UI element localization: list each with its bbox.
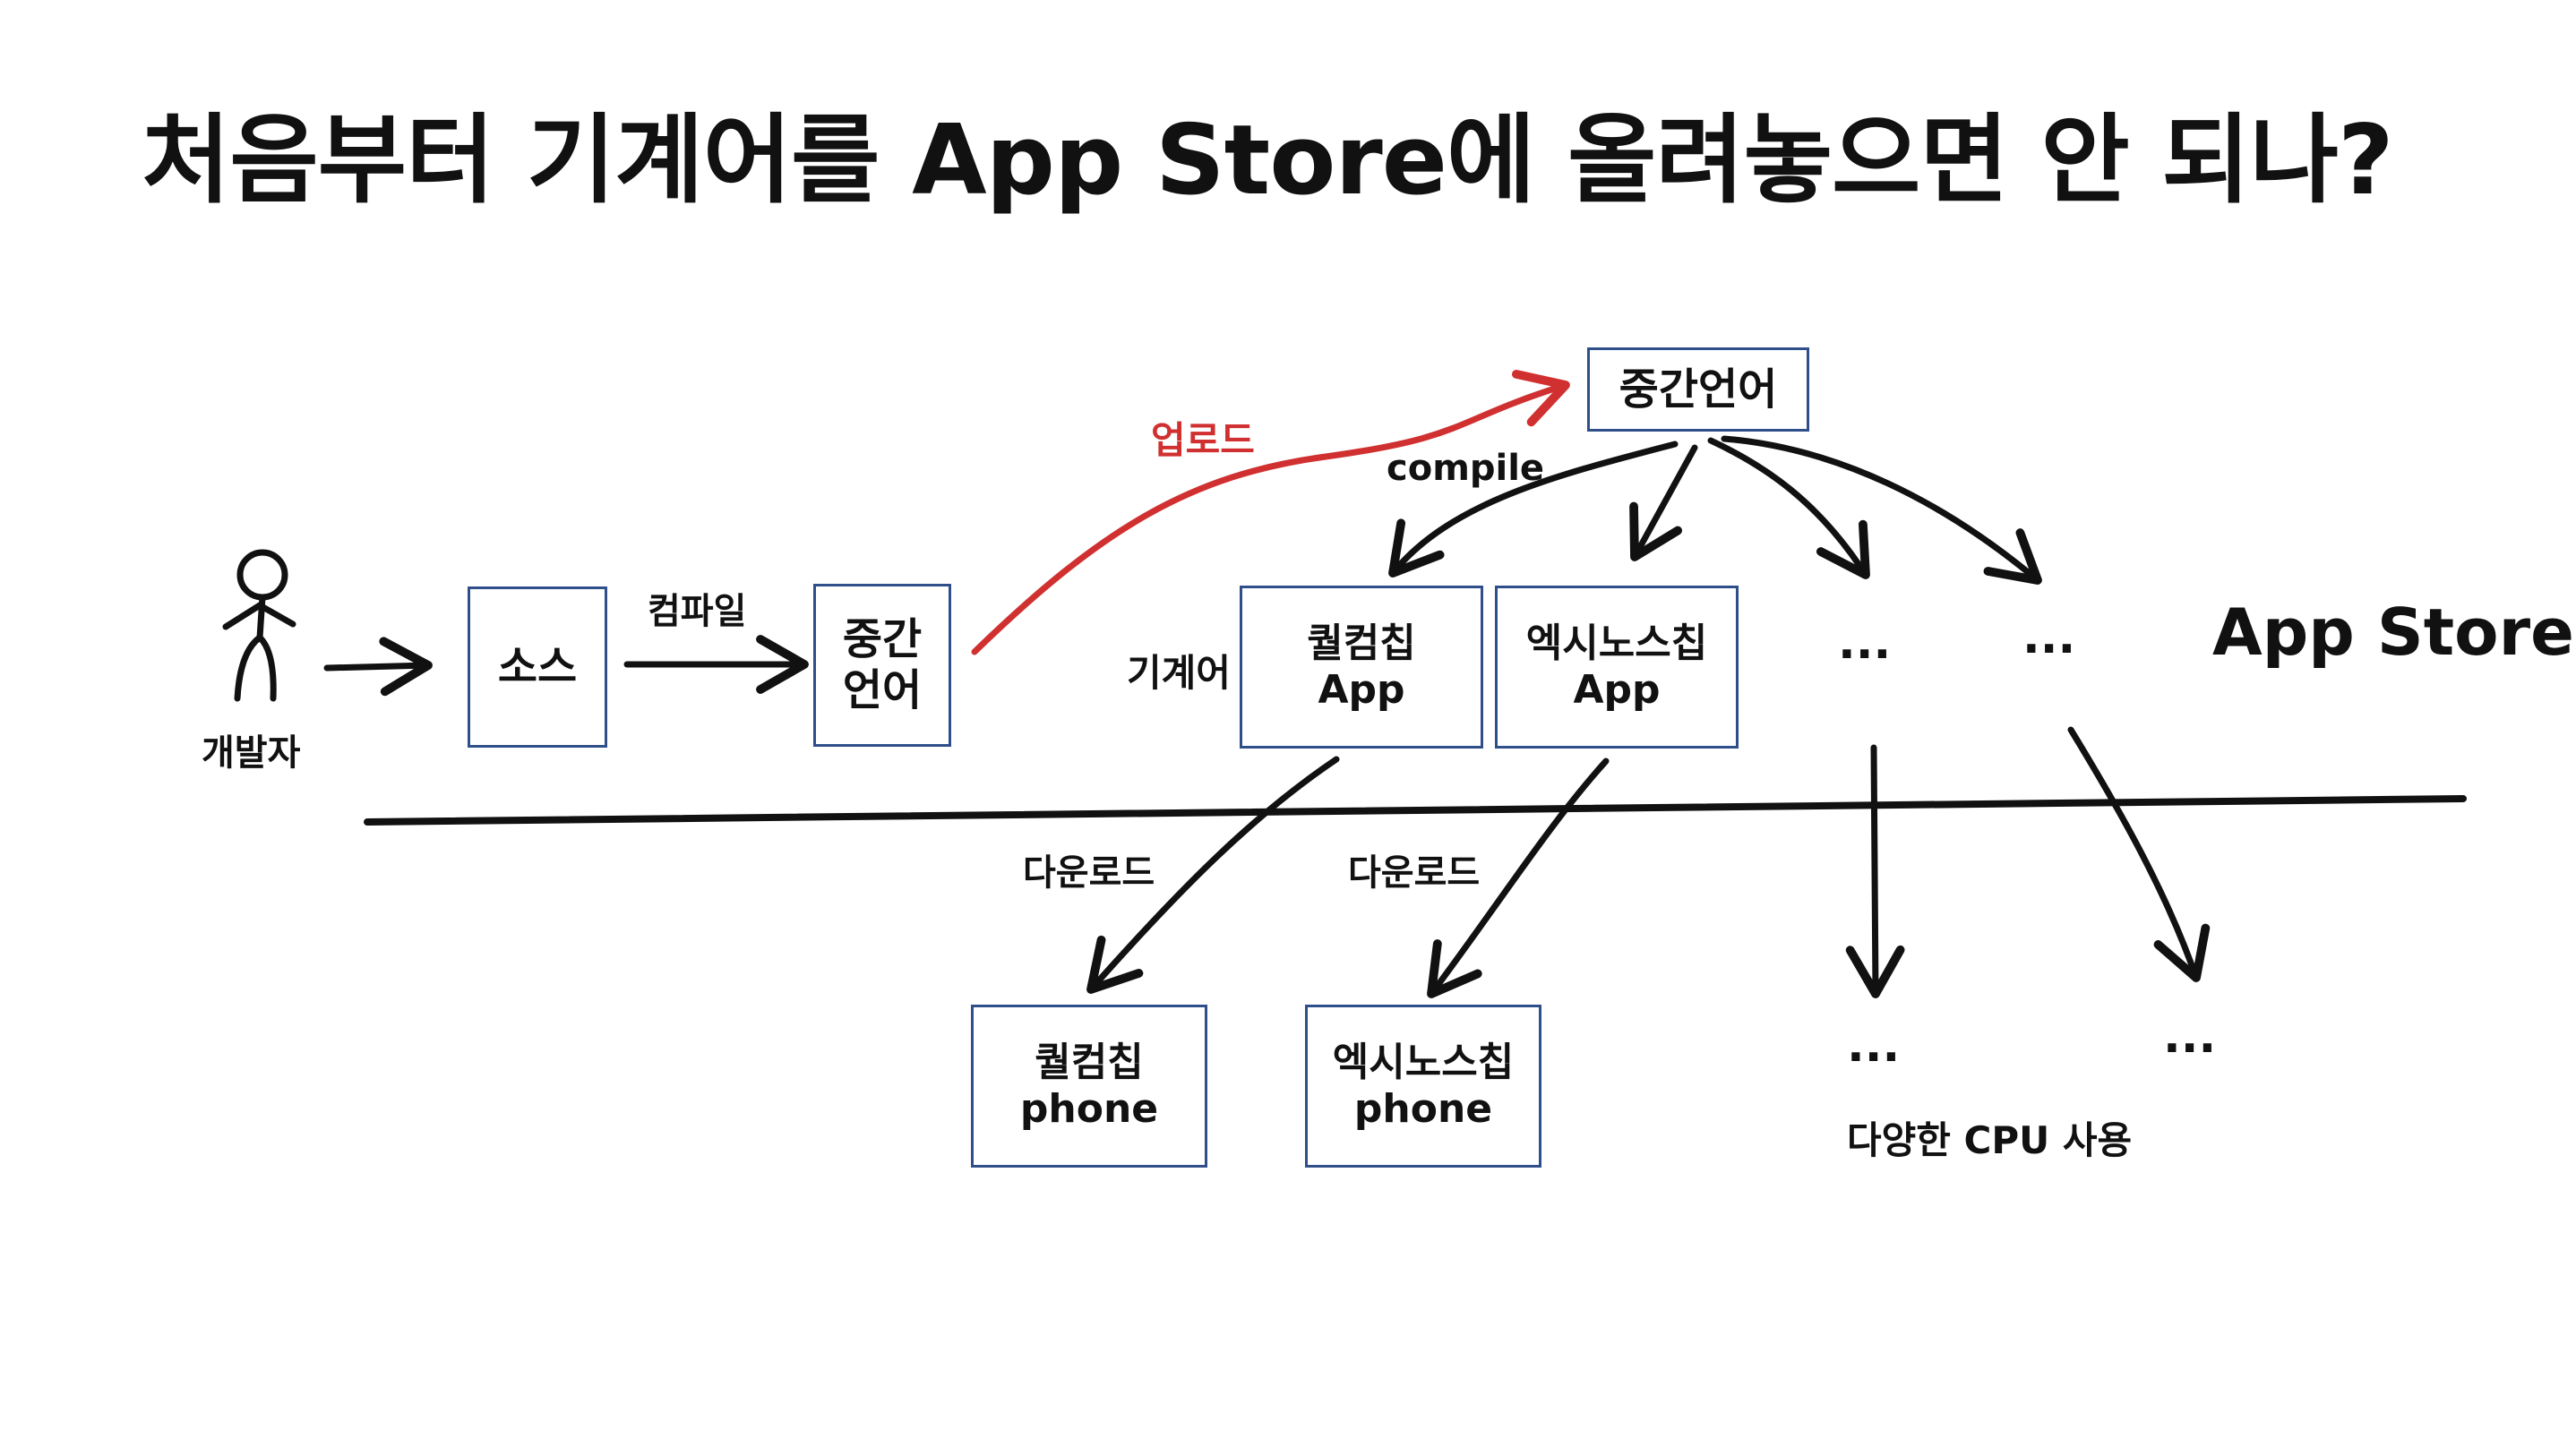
machine-code-label: 기계어 (1127, 651, 1231, 695)
qualcomm-phone-line2: phone (1019, 1086, 1159, 1132)
arrow-developer-to-source (323, 637, 433, 697)
qualcomm-app-box: 퀄컴칩 App (1240, 586, 1483, 749)
arrow-compile-etc2 (1721, 435, 2042, 585)
qualcomm-phone-line1: 퀄컴칩 (1035, 1040, 1144, 1086)
download-label-1: 다운로드 (1023, 852, 1155, 894)
arrow-download-exynos (1427, 758, 1610, 998)
exynos-app-line2: App (1573, 667, 1661, 713)
arrow-download-qualcomm (1086, 756, 1340, 994)
download-label-2: 다운로드 (1348, 852, 1481, 894)
qualcomm-app-line2: App (1318, 667, 1405, 713)
stick-figure-icon (222, 549, 296, 702)
intermediate-line1: 중간 (842, 614, 923, 665)
page-title: 처음부터 기계어를 App Store에 올려놓으면 안 되나? (142, 105, 2394, 217)
app-store-label: App Store (2212, 595, 2574, 670)
exynos-phone-line2: phone (1353, 1086, 1493, 1132)
qualcomm-phone-box: 퀄컴칩 phone (971, 1005, 1207, 1168)
arrow-upload (971, 369, 1570, 655)
exynos-phone-line1: 엑시노스칩 (1332, 1040, 1515, 1086)
arrow-download-etc1 (1845, 744, 1905, 998)
intermediate-language-box: 중간 언어 (813, 584, 951, 747)
source-box: 소스 (468, 586, 607, 748)
source-box-label: 소스 (497, 641, 578, 692)
upload-label: 업로드 (1151, 418, 1255, 462)
ellipsis-bottom-1: ... (1847, 1019, 1901, 1073)
qualcomm-app-line1: 퀄컴칩 (1307, 621, 1416, 667)
ellipsis-bottom-2: ... (2163, 1010, 2217, 1064)
ellipsis-top-1: ... (1838, 616, 1892, 670)
intermediate-line2: 언어 (842, 665, 923, 715)
arrow-compile-exynos (1629, 444, 1698, 561)
arrow-compile-qualcomm (1388, 441, 1679, 578)
store-intermediate-label: 중간언어 (1619, 364, 1778, 415)
arrow-download-etc2 (2067, 726, 2211, 982)
store-compile-label: compile (1387, 448, 1545, 489)
compile-label: 컴파일 (648, 591, 747, 632)
exynos-app-box: 엑시노스칩 App (1495, 586, 1739, 749)
exynos-app-line1: 엑시노스칩 (1525, 621, 1708, 667)
store-intermediate-box: 중간언어 (1587, 347, 1809, 432)
various-cpu-label: 다양한 CPU 사용 (1847, 1118, 2133, 1162)
developer-label: 개발자 (202, 732, 301, 774)
app-store-divider (364, 795, 2467, 826)
exynos-phone-box: 엑시노스칩 phone (1305, 1005, 1541, 1168)
arrow-compile-etc1 (1707, 437, 1870, 579)
ellipsis-top-2: ... (2022, 611, 2076, 664)
